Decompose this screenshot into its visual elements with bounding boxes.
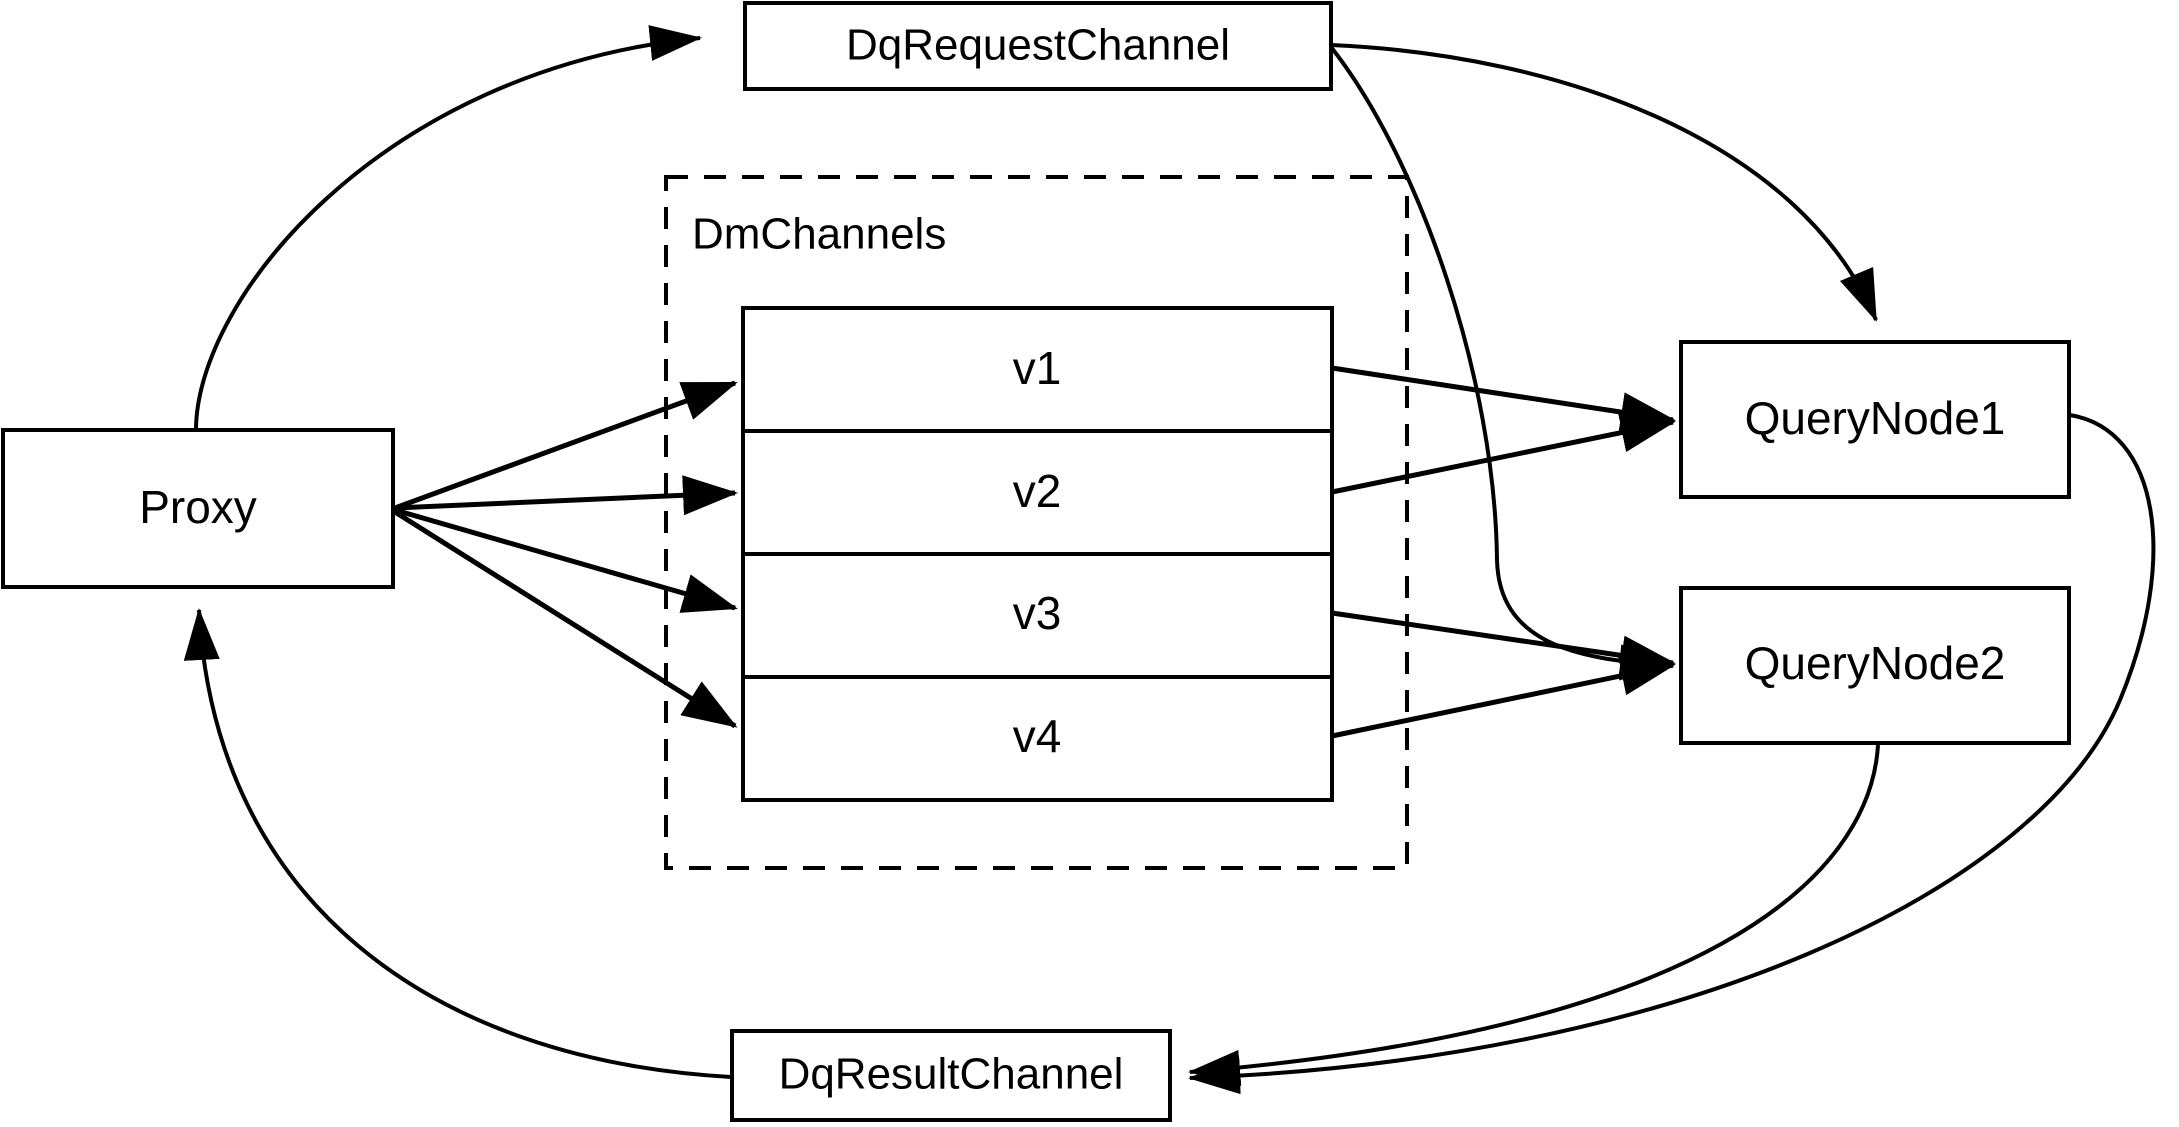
edge-proxy-to-v3 [394,507,738,613]
node-proxy-label: Proxy [139,481,257,533]
edge-v2-to-querynode1 [1331,412,1676,495]
channel-item-v1[interactable]: v1 [1013,342,1062,394]
edge-querynode2-to-dqresultchannel [1188,744,1880,1086]
node-querynode2[interactable] [1679,586,2071,745]
edge-dqrequestchannel-to-querynode2 [1329,45,1672,681]
dmchannels-group-label: DmChannels [692,210,946,259]
node-querynode2-label: QueryNode2 [1745,637,2006,689]
channel-item-v3[interactable]: v3 [1013,587,1062,639]
node-dqrequestchannel-label: DqRequestChannel [846,21,1230,70]
edge-proxy-to-v1 [394,380,738,511]
edge-v4-to-querynode2 [1331,656,1676,739]
edge-proxy-to-dqrequestchannel [194,25,702,431]
channel-item-v2[interactable]: v2 [1013,465,1062,517]
edge-dqrequestchannel-to-querynode1 [1330,43,1878,322]
edge-dqresultchannel-to-proxy [183,608,732,1079]
edge-v3-to-querynode2 [1331,610,1676,676]
node-proxy[interactable] [1,428,395,589]
edge-proxy-to-v4 [393,509,738,729]
node-querynode1[interactable] [1679,340,2071,499]
dmchannels-group [664,175,1409,870]
edge-v1-to-querynode1 [1331,365,1676,432]
channel-item-v4[interactable]: v4 [1013,710,1062,762]
node-querynode1-label: QueryNode1 [1745,392,2006,444]
edge-querynode1-to-dqresultchannel [1188,413,2156,1095]
node-dqresultchannel-label: DqResultChannel [779,1050,1124,1099]
edge-proxy-to-v2 [394,475,738,516]
node-dqresultchannel[interactable] [730,1029,1172,1122]
node-dqrequestchannel[interactable] [743,1,1333,91]
